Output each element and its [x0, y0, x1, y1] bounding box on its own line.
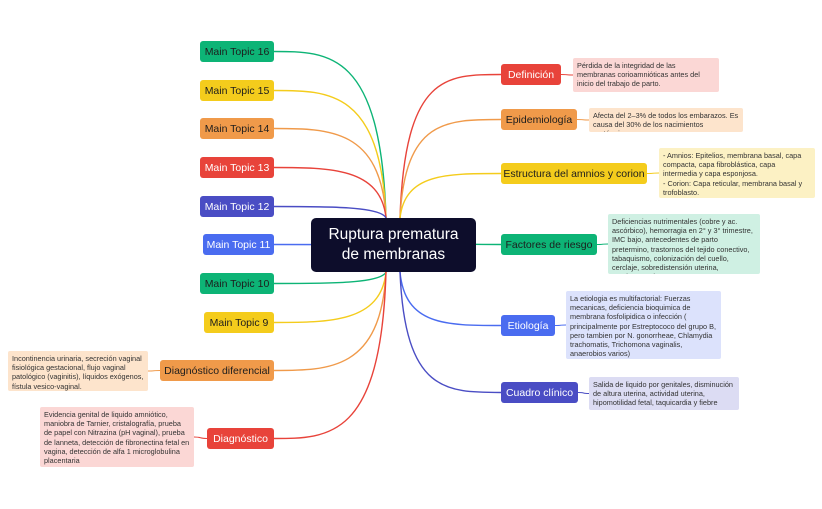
- topic-cuadro-clinico[interactable]: Cuadro clínico: [501, 382, 578, 403]
- connector-line: [273, 89, 387, 219]
- topic-label: Factores de riesgo: [505, 238, 593, 251]
- connector-line: [399, 118, 502, 219]
- topic-label: Definición: [507, 68, 555, 81]
- note-diagnostico-diferencial[interactable]: Incontinencia urinaria, secreción vagina…: [8, 351, 148, 391]
- connector-line: [273, 50, 387, 219]
- topic-epidemiologia[interactable]: Epidemiología: [501, 109, 577, 130]
- topic-diagnostico[interactable]: Diagnóstico: [207, 428, 274, 449]
- topic-main-topic-13[interactable]: Main Topic 13: [200, 157, 274, 178]
- connector-line: [399, 271, 502, 327]
- central-topic[interactable]: Ruptura prematura de membranas: [311, 218, 476, 272]
- topic-label: Main Topic 16: [204, 45, 270, 58]
- connector-line: [273, 127, 387, 219]
- note-connector: [646, 172, 660, 175]
- note-definicion[interactable]: Pérdida de la integridad de las membrana…: [573, 58, 719, 92]
- note-epidemiologia[interactable]: Afecta del 2–3% de todos los embarazos. …: [589, 108, 743, 132]
- note-diagnostico[interactable]: Evidencia genital de liquido amniótico, …: [40, 407, 194, 467]
- connector-line: [273, 271, 387, 372]
- topic-label: Main Topic 13: [204, 161, 270, 174]
- note-connector: [560, 73, 574, 76]
- topic-label: Main Topic 14: [204, 122, 270, 135]
- note-connector: [577, 391, 590, 395]
- note-connector: [193, 436, 208, 440]
- note-factores-de-riesgo[interactable]: Deficiencias nutrimentales (cobre y ac. …: [608, 214, 760, 274]
- note-estructura-amnios-corion[interactable]: - Amnios: Epitelios, membrana basal, cap…: [659, 148, 815, 198]
- connector-line: [273, 271, 387, 324]
- topic-label: Epidemiología: [505, 113, 573, 126]
- topic-main-topic-15[interactable]: Main Topic 15: [200, 80, 274, 101]
- topic-estructura-amnios-corion[interactable]: Estructura del amnios y corion: [501, 163, 647, 184]
- topic-main-topic-12[interactable]: Main Topic 12: [200, 196, 274, 217]
- topic-label: Cuadro clínico: [505, 386, 574, 399]
- note-connector: [596, 243, 609, 246]
- topic-label: Main Topic 12: [204, 200, 270, 213]
- connector-line: [273, 205, 387, 219]
- topic-factores-de-riesgo[interactable]: Factores de riesgo: [501, 234, 597, 255]
- note-cuadro-clinico[interactable]: Salida de liquido por genitales, disminu…: [589, 377, 739, 410]
- note-connector: [554, 324, 567, 327]
- topic-label: Diagnóstico diferencial: [164, 364, 270, 377]
- topic-etiologia[interactable]: Etiología: [501, 315, 555, 336]
- topic-main-topic-11[interactable]: Main Topic 11: [203, 234, 274, 255]
- note-connector: [576, 118, 590, 121]
- note-connector: [147, 369, 161, 372]
- topic-main-topic-14[interactable]: Main Topic 14: [200, 118, 274, 139]
- topic-diagnostico-diferencial[interactable]: Diagnóstico diferencial: [160, 360, 274, 381]
- topic-label: Main Topic 15: [204, 84, 270, 97]
- topic-label: Estructura del amnios y corion: [503, 167, 645, 180]
- topic-main-topic-9[interactable]: Main Topic 9: [204, 312, 274, 333]
- connector-line: [273, 271, 387, 440]
- topic-label: Etiología: [507, 319, 549, 332]
- connector-line: [273, 271, 387, 285]
- topic-label: Diagnóstico: [213, 432, 268, 445]
- topic-label: Main Topic 9: [209, 316, 269, 329]
- note-etiologia[interactable]: La etiologia es multifactorial: Fuerzas …: [566, 291, 721, 359]
- central-topic-label: Ruptura prematura de membranas: [328, 226, 459, 263]
- topic-label: Main Topic 10: [204, 277, 270, 290]
- topic-definicion[interactable]: Definición: [501, 64, 561, 85]
- connector-line: [399, 271, 502, 394]
- topic-main-topic-16[interactable]: Main Topic 16: [200, 41, 274, 62]
- connector-line: [273, 166, 387, 219]
- topic-label: Main Topic 11: [206, 238, 271, 251]
- connector-line: [399, 172, 502, 219]
- topic-main-topic-10[interactable]: Main Topic 10: [200, 273, 274, 294]
- connector-line: [399, 73, 502, 219]
